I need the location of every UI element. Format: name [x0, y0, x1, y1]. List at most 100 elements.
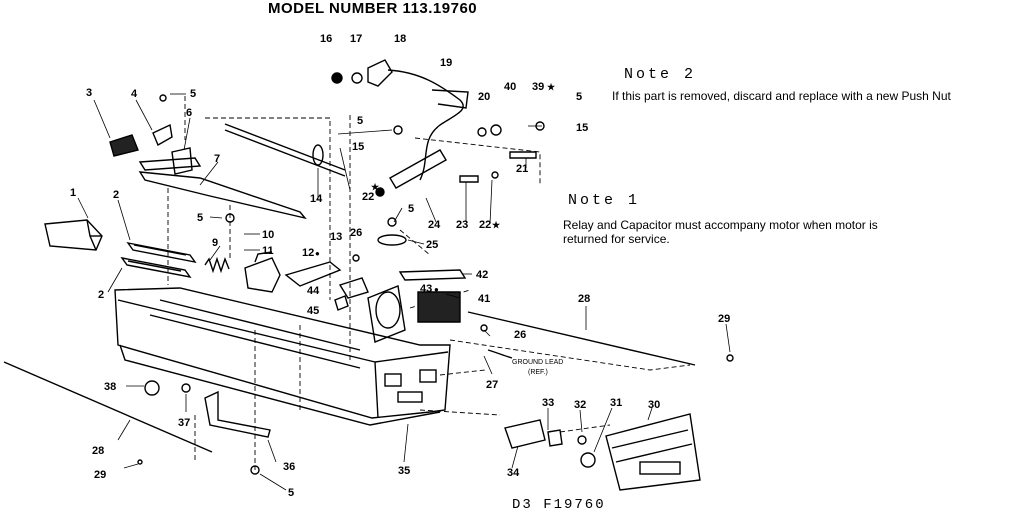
callout-40: 40	[504, 81, 516, 93]
part-30-faceplate	[605, 413, 701, 491]
callout-28-right: 28	[578, 293, 590, 305]
callout-3: 3	[86, 87, 92, 99]
callout-41: 41	[478, 293, 490, 305]
callout-36: 36	[283, 461, 295, 473]
part-34-switch	[504, 419, 546, 449]
part-24-lever	[389, 149, 447, 189]
callout-38: 38	[104, 381, 116, 393]
callout-2-top: 2	[113, 189, 119, 201]
callout-33: 33	[542, 397, 554, 409]
callout-16: 16	[320, 33, 332, 45]
part-36-bracket	[204, 390, 271, 438]
part-22-nut-right	[491, 171, 499, 179]
part-37-washer	[181, 383, 191, 393]
model-number-title: MODEL NUMBER 113.19760	[268, 0, 478, 17]
callout-5-mid: 5	[408, 203, 414, 215]
part-33-key	[547, 429, 563, 447]
star-marker-22-right: ★	[492, 220, 501, 230]
part-19-cable	[387, 69, 464, 181]
part-9-spring	[204, 256, 230, 274]
part-19-connector	[431, 89, 469, 109]
callout-24: 24	[428, 219, 441, 231]
note-1-line-2: returned for service.	[563, 232, 670, 246]
part-44-bracket	[338, 277, 369, 299]
part-39-push-nut	[490, 124, 502, 136]
part-28-rod-left	[3, 361, 213, 453]
callout-22-left: 22	[362, 191, 374, 203]
part-41-label	[417, 291, 461, 323]
callout-19: 19	[440, 57, 452, 69]
callout-27: 27	[486, 379, 498, 391]
callout-21: 21	[516, 163, 528, 175]
part-21-pin	[509, 151, 537, 159]
callout-29-right: 29	[718, 313, 730, 325]
callout-35: 35	[398, 465, 410, 477]
part-2-rails	[120, 241, 197, 279]
callout-42: 42	[476, 269, 488, 281]
dot-marker-12: ●	[315, 249, 320, 258]
star-marker-39: ★	[547, 82, 556, 92]
screws	[137, 94, 734, 475]
figure-code: D3 F19760	[512, 497, 606, 513]
note-2-text: If this part is removed, discard and rep…	[612, 89, 951, 103]
part-18-bracket	[367, 59, 393, 87]
part-17-nut	[351, 72, 363, 84]
callout-5-center: 5	[357, 115, 363, 127]
callout-25: 25	[426, 239, 438, 251]
part-40-washer	[477, 127, 487, 137]
dot-marker-43: ●	[434, 285, 439, 294]
callout-43: 43	[420, 283, 432, 295]
note-1-heading: Note 1	[568, 192, 641, 209]
part-42-clip	[398, 269, 467, 281]
callout-26-right: 26	[514, 329, 526, 341]
callout-32: 32	[574, 399, 586, 411]
callout-10: 10	[262, 229, 274, 241]
callout-44: 44	[307, 285, 320, 297]
callout-14: 14	[310, 193, 323, 205]
part-28-rod-right	[467, 311, 696, 366]
callout-labels: 1 2 2 3 4 5 6 7 5 10 11 9 12 13 26 14 15…	[70, 33, 730, 499]
callout-11: 11	[262, 245, 274, 257]
part-6-plate	[138, 157, 202, 171]
callout-23: 23	[456, 219, 468, 231]
callout-18: 18	[394, 33, 406, 45]
part-38-nut	[144, 380, 160, 396]
ground-lead-wire	[487, 349, 513, 359]
part-23-pin	[459, 175, 479, 183]
callout-39: 39	[532, 81, 544, 93]
part-31-knob	[580, 452, 596, 468]
callout-22-right: 22	[479, 219, 491, 231]
callout-29-left: 29	[94, 469, 106, 481]
part-7-bar	[138, 171, 307, 220]
callout-34: 34	[507, 467, 520, 479]
callout-5-bottom: 5	[288, 487, 294, 499]
callout-4: 4	[131, 88, 138, 100]
callout-37: 37	[178, 417, 190, 429]
part-1-end-cap	[44, 219, 103, 251]
callout-45: 45	[307, 305, 319, 317]
callout-9: 9	[212, 237, 218, 249]
part-43-capacitor	[367, 285, 406, 343]
callout-2-bottom: 2	[98, 289, 104, 301]
callout-31: 31	[610, 397, 622, 409]
callout-7: 7	[214, 153, 220, 165]
part-35-housing	[114, 287, 451, 426]
leader-lines	[77, 93, 731, 491]
part-22-nut	[375, 187, 385, 197]
part-25-washer	[377, 234, 407, 246]
part-14-shaft	[224, 123, 346, 177]
ground-lead-ref: (REF.)	[528, 369, 548, 376]
note-2-heading: Note 2	[624, 66, 697, 83]
part-32-screw	[577, 435, 587, 445]
part-12-switch-assembly	[244, 251, 342, 293]
part-3-block	[109, 134, 139, 157]
callout-28-left: 28	[92, 445, 104, 457]
callout-26-top: 26	[350, 227, 362, 239]
callout-1: 1	[70, 187, 76, 199]
callout-20: 20	[478, 91, 490, 103]
part-4-bracket	[152, 123, 173, 147]
callout-12: 12	[302, 247, 314, 259]
star-marker-22: ★	[371, 182, 380, 192]
